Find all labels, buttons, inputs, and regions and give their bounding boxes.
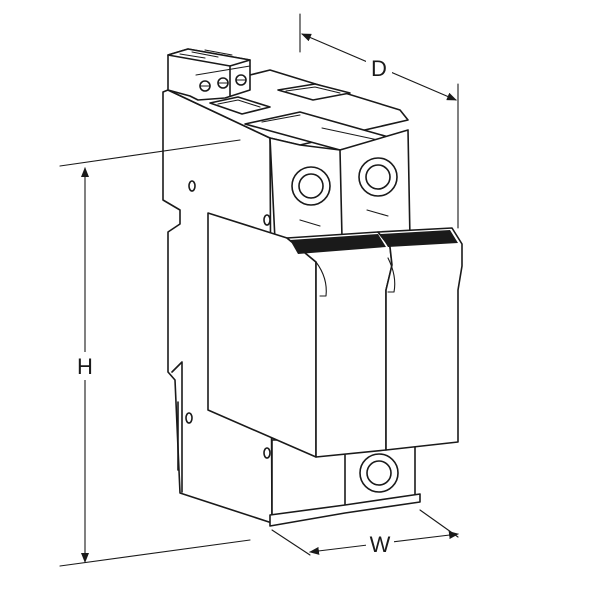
upper-screw-left [291,166,331,206]
width-extension-left [271,529,311,556]
bottom-lip [269,493,421,527]
depth-label: D [371,56,387,81]
height-extension-bottom [59,539,251,567]
lower-screw [359,453,399,493]
module-front-right [377,227,463,451]
height-label: H [77,354,93,379]
din-clip-notch [171,361,183,493]
side-hole-upper [188,180,196,192]
side-hole-lower [185,412,193,424]
module-grip-left [290,234,386,254]
width-label: W [370,532,391,557]
upper-screw-right [358,157,398,197]
module-grip-right [380,230,458,247]
device-body [162,48,463,527]
top-window-left [209,96,271,115]
height-extension-top [59,139,241,167]
terminal-plug [167,48,251,101]
width-extension-right [419,509,459,538]
